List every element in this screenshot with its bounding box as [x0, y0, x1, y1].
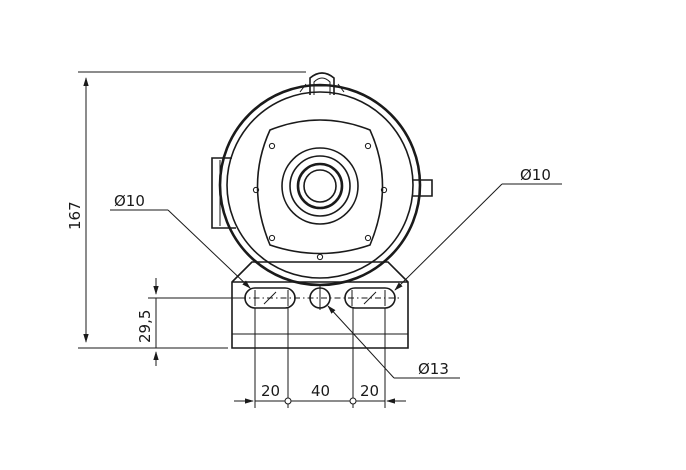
side-box-left	[211, 157, 236, 229]
dim-spacing-right-label: 20	[360, 382, 379, 400]
dim-center-hole-diameter-label: Ø13	[418, 360, 449, 378]
mounting-base	[231, 261, 409, 349]
housing-inner-ring	[226, 91, 414, 279]
dim-spacing-left-label: 20	[261, 382, 280, 400]
dim-slot-left-diameter: Ø10	[110, 192, 251, 289]
dim-height-slot-label: 29,5	[136, 310, 154, 343]
dim-slot-left-diameter-label: Ø10	[114, 192, 145, 210]
dim-height-total-label: 167	[66, 201, 84, 230]
housing-outer-ring	[218, 83, 422, 287]
screw-holes	[252, 142, 388, 261]
dim-slot-right-diameter-label: Ø10	[520, 166, 551, 184]
dim-horizontal-spacing: 20 40 20	[234, 308, 406, 408]
top-clip	[299, 72, 345, 95]
dim-spacing-center-label: 40	[311, 382, 330, 400]
lens	[281, 147, 359, 225]
dim-height-slot: 29,5	[136, 278, 242, 366]
dim-center-hole-diameter: Ø13	[327, 305, 460, 379]
side-connector-right	[412, 179, 433, 197]
dim-slot-right-diameter: Ø10	[394, 166, 562, 291]
mounting-holes	[240, 286, 400, 310]
dim-height-total: 167	[66, 71, 306, 349]
device-body	[211, 72, 433, 349]
front-plate	[256, 119, 384, 255]
